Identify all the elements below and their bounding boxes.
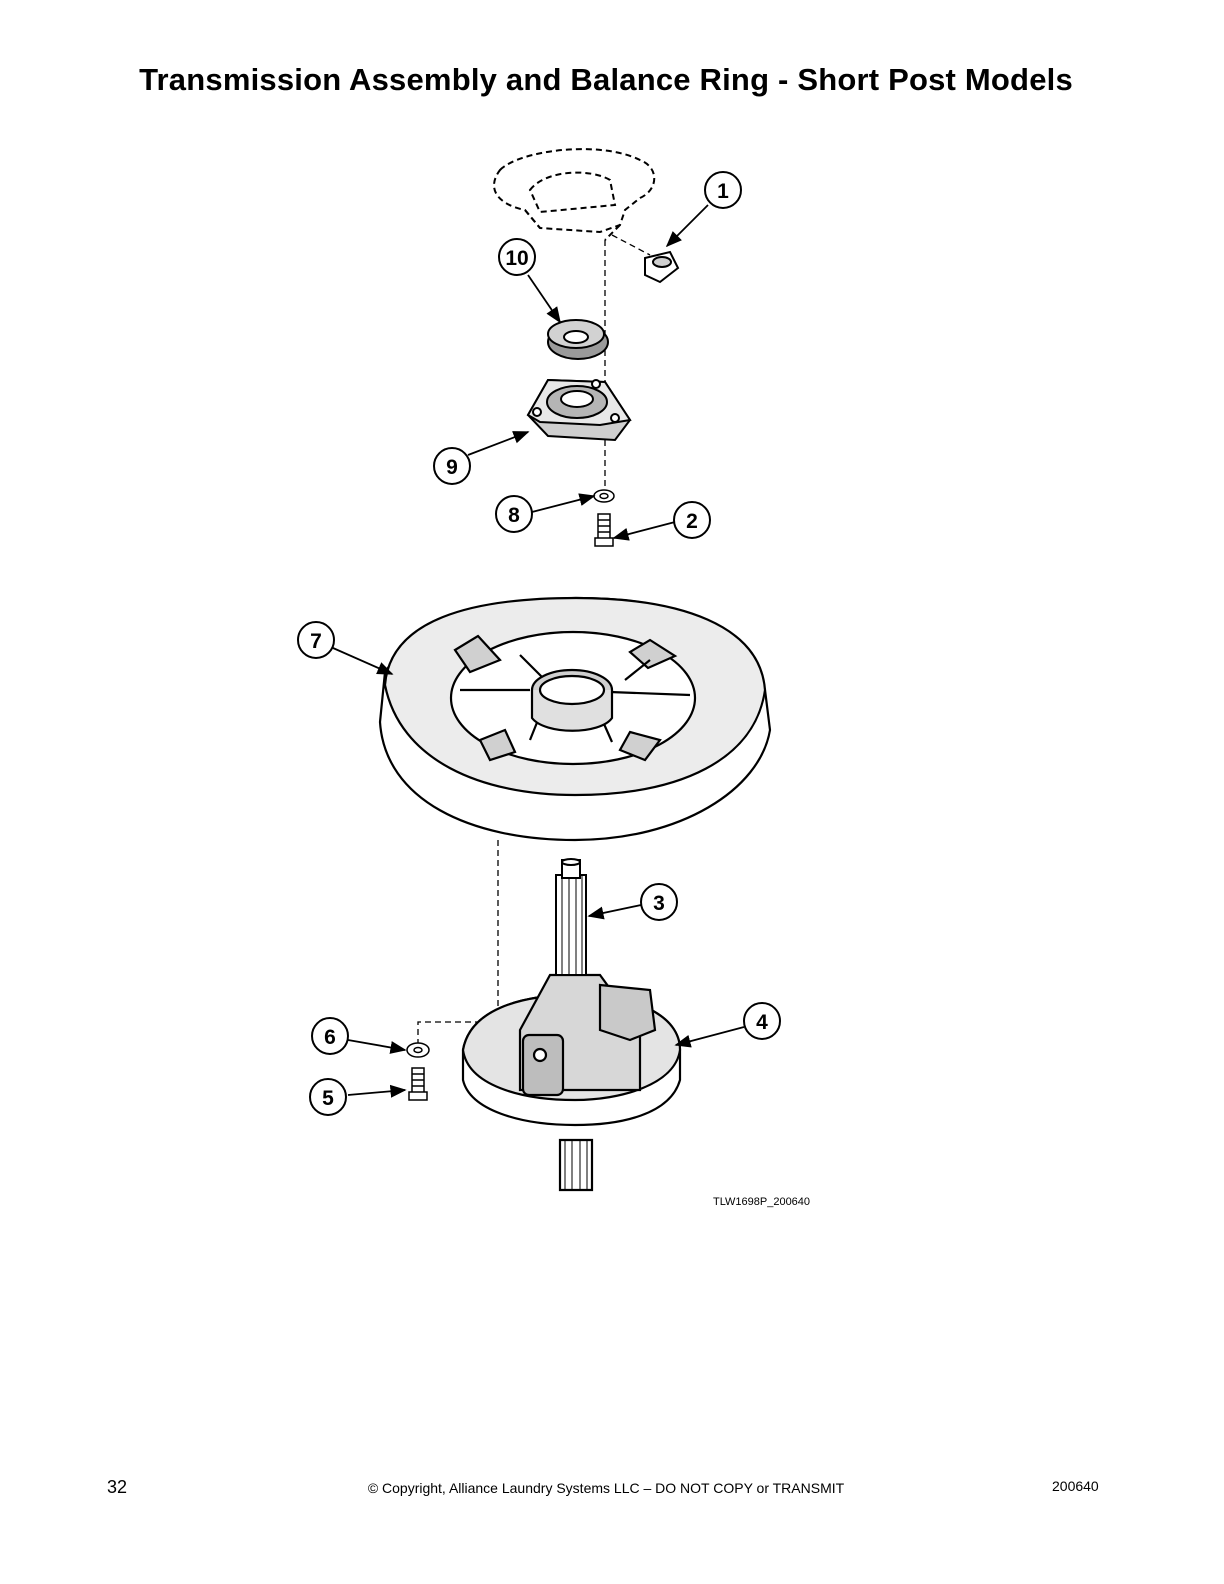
part-6-washer (406, 1042, 430, 1058)
callouts: 1 2 3 4 5 6 7 8 (297, 171, 781, 1116)
svg-text:9: 9 (446, 456, 458, 479)
svg-text:5: 5 (322, 1087, 334, 1110)
callout-4: 4 (743, 1002, 781, 1040)
svg-text:6: 6 (324, 1026, 336, 1049)
part-3-shaft (555, 858, 587, 976)
part-1-cap (644, 250, 680, 284)
part-8-lock-washer (593, 489, 615, 503)
callout-1: 1 (704, 171, 742, 209)
callout-3: 3 (640, 883, 678, 921)
callout-9: 9 (433, 447, 471, 485)
svg-text:10: 10 (505, 247, 528, 270)
callout-2: 2 (673, 501, 711, 539)
agitator-outline (493, 148, 656, 241)
document-code: 200640 (1052, 1478, 1099, 1494)
svg-text:4: 4 (756, 1011, 768, 1034)
callout-8: 8 (495, 495, 533, 533)
page-number: 32 (107, 1477, 128, 1497)
svg-text:1: 1 (717, 180, 729, 203)
callout-10: 10 (498, 238, 536, 276)
leader-arrows (332, 204, 745, 1098)
callout-7: 7 (297, 621, 335, 659)
part-10-seal (547, 319, 609, 360)
part-2-screw (594, 513, 614, 547)
alignment-lines (417, 234, 651, 1045)
svg-text:7: 7 (310, 630, 322, 653)
svg-text:3: 3 (653, 892, 665, 915)
svg-text:8: 8 (508, 504, 520, 527)
part-4-transmission (461, 973, 682, 1192)
page-title: Transmission Assembly and Balance Ring -… (139, 62, 1073, 97)
svg-text:2: 2 (686, 510, 698, 533)
copyright-notice: © Copyright, Alliance Laundry Systems LL… (367, 1480, 845, 1496)
callout-5: 5 (309, 1078, 347, 1116)
part-5-screw (408, 1067, 428, 1101)
part-9-bearing-plate (526, 378, 632, 442)
part-7-balance-ring (378, 596, 772, 842)
callout-6: 6 (311, 1017, 349, 1055)
drawing-id: TLW1698P_200640 (713, 1196, 811, 1208)
